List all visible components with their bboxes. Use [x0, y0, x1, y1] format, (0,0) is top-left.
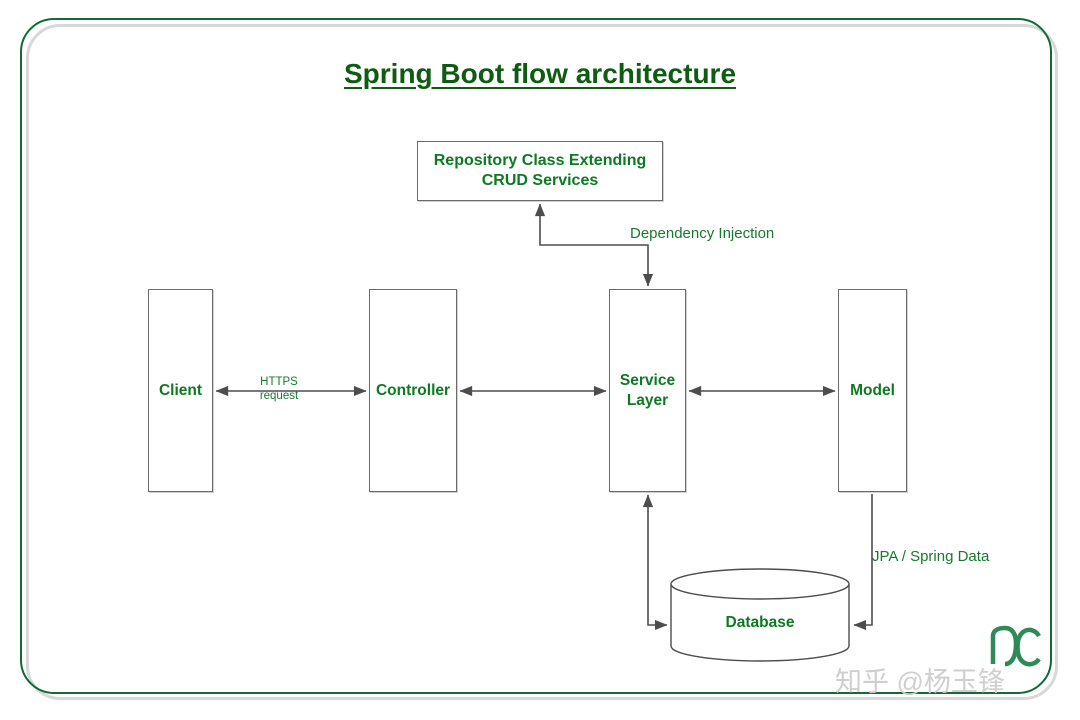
node-controller[interactable]: Controller: [369, 289, 457, 492]
page-title: Spring Boot flow architecture: [343, 58, 737, 89]
edge-label-dependency-injection: Dependency Injection: [630, 225, 775, 242]
node-repository[interactable]: Repository Class Extending CRUD Services: [417, 141, 663, 201]
edge-label-https-request-line2: request: [259, 390, 299, 403]
node-model[interactable]: Model: [838, 289, 907, 492]
node-database[interactable]: Database: [670, 568, 850, 662]
frame-border: [20, 18, 1052, 694]
edge-label-https-request-line1: HTTPS: [260, 376, 298, 388]
node-client-label: Client: [158, 381, 203, 399]
dc-logo-icon: [985, 624, 1045, 672]
node-service-layer[interactable]: Service Layer: [609, 289, 686, 492]
node-model-label: Model: [850, 381, 895, 399]
node-client[interactable]: Client: [148, 289, 213, 492]
watermark-text: 知乎 @杨玉锋: [835, 667, 1005, 697]
edge-label-https-request: HTTPS request: [250, 375, 308, 404]
node-controller-label: Controller: [375, 381, 451, 399]
edge-label-jpa-spring-data: JPA / Spring Data: [872, 548, 990, 565]
frame-shadow-border: [26, 24, 1058, 700]
node-repository-label: Repository Class Extending CRUD Services: [433, 152, 647, 189]
node-service-layer-label: Service Layer: [619, 372, 676, 409]
database-cylinder-icon: [670, 568, 850, 662]
